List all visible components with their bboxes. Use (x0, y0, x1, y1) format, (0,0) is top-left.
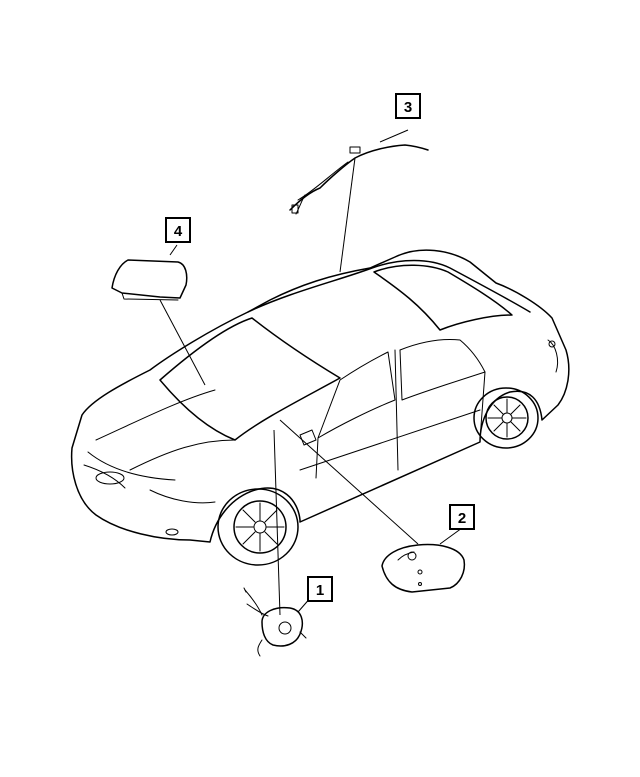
svg-text:4: 4 (174, 223, 183, 240)
leader-lines (159, 129, 463, 616)
passenger-airbag-part (111, 259, 188, 301)
svg-text:1: 1 (316, 582, 324, 599)
callout-2[interactable]: 2 (449, 504, 475, 530)
driver-airbag-part (381, 543, 466, 593)
rear-wheel (473, 387, 539, 449)
sedan-illustration (70, 249, 570, 566)
svg-text:3: 3 (404, 99, 412, 116)
front-wheel (217, 488, 299, 566)
svg-text:2: 2 (458, 510, 466, 527)
callout-3[interactable]: 3 (395, 93, 421, 119)
side-curtain-airbag-part (289, 144, 429, 215)
clockspring-part (243, 587, 307, 657)
callout-4[interactable]: 4 (165, 217, 191, 243)
callout-1[interactable]: 1 (307, 576, 333, 602)
